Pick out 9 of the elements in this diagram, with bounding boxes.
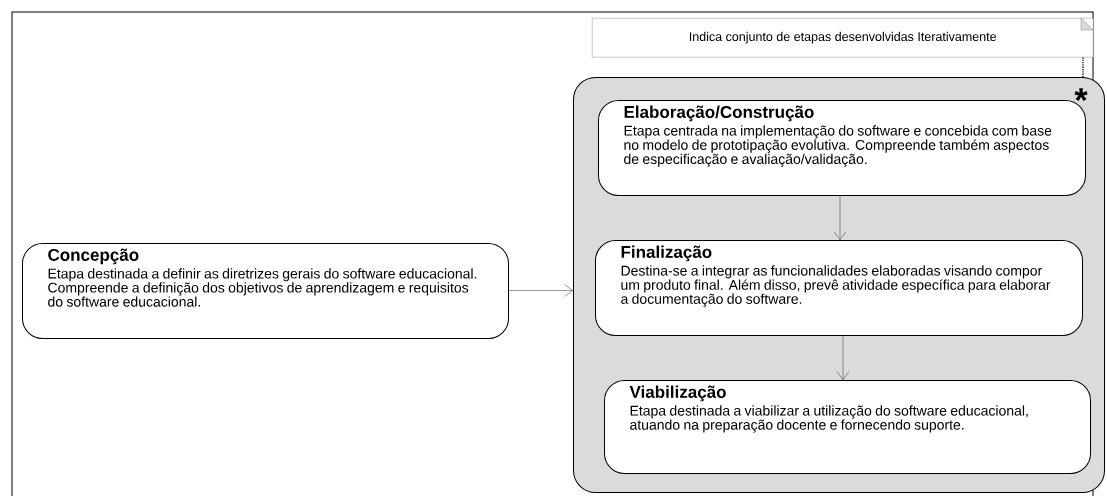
stage-box: Finalização Destina-se a integrar as funcionalidades elaboradas visando compor um produto final. Além disso, prevê atividade específica para elaborar a documentação do software. (595, 240, 1083, 336)
note: Indica conjunto de etapas desenvolvidas Iterativamente (592, 17, 1094, 58)
stage-box: Elaboração/Construção Etapa centrada na implementação do software e concebida com base no modelo de prototipação evolutiva. Compreende também aspectos de especificação e avaliação/validação. (598, 100, 1086, 196)
stage-box: Viabilização Etapa destinada a viabilizar a utilização do software educacional, atuando na preparação docente e fornecendo suporte. (604, 380, 1091, 474)
arrow (836, 335, 850, 380)
arrow (508, 284, 573, 297)
arrow (833, 195, 847, 240)
stage-box: Concepção Etapa destinada a definir as diretrizes gerais do software educacional. Compreende a definição dos objetivos de aprendizagem e requisitos do software educacional. (22, 243, 509, 339)
asterisk: * (1074, 88, 1088, 101)
